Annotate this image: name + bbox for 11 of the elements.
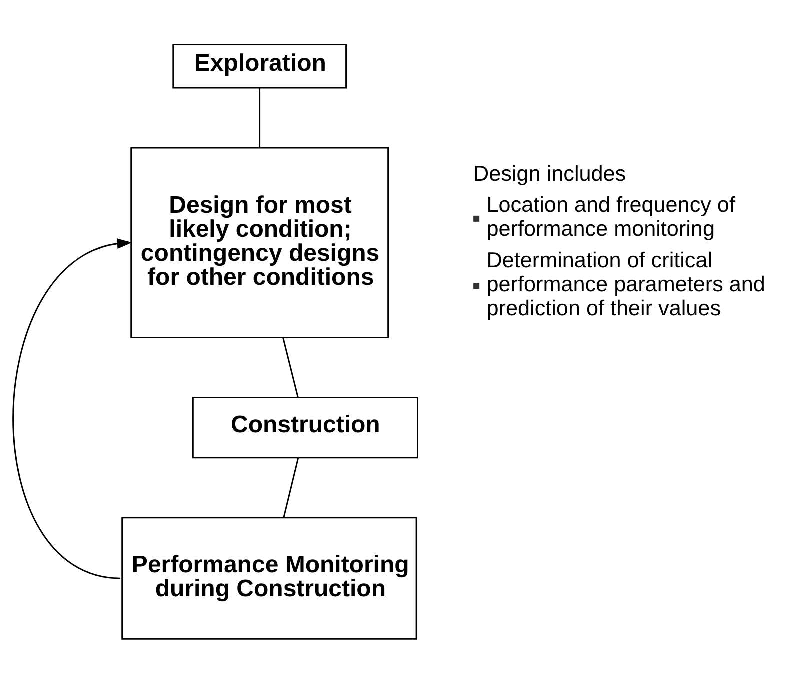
label: Determination of critical performance parameters and prediction of their values [486,246,766,320]
label: Design includes [474,160,626,186]
node-box: Exploration [172,44,347,88]
connector [259,88,261,148]
node-box: Performance Monitoring during Construction [122,516,418,640]
node-box: Construction [192,396,418,458]
label: Location and frequency of performance monitoring [486,192,736,241]
arrow [12,238,132,579]
connector [283,457,300,518]
connector [282,337,299,398]
node-box: Design for most likely condition; contingency designs for other conditions [130,146,390,338]
